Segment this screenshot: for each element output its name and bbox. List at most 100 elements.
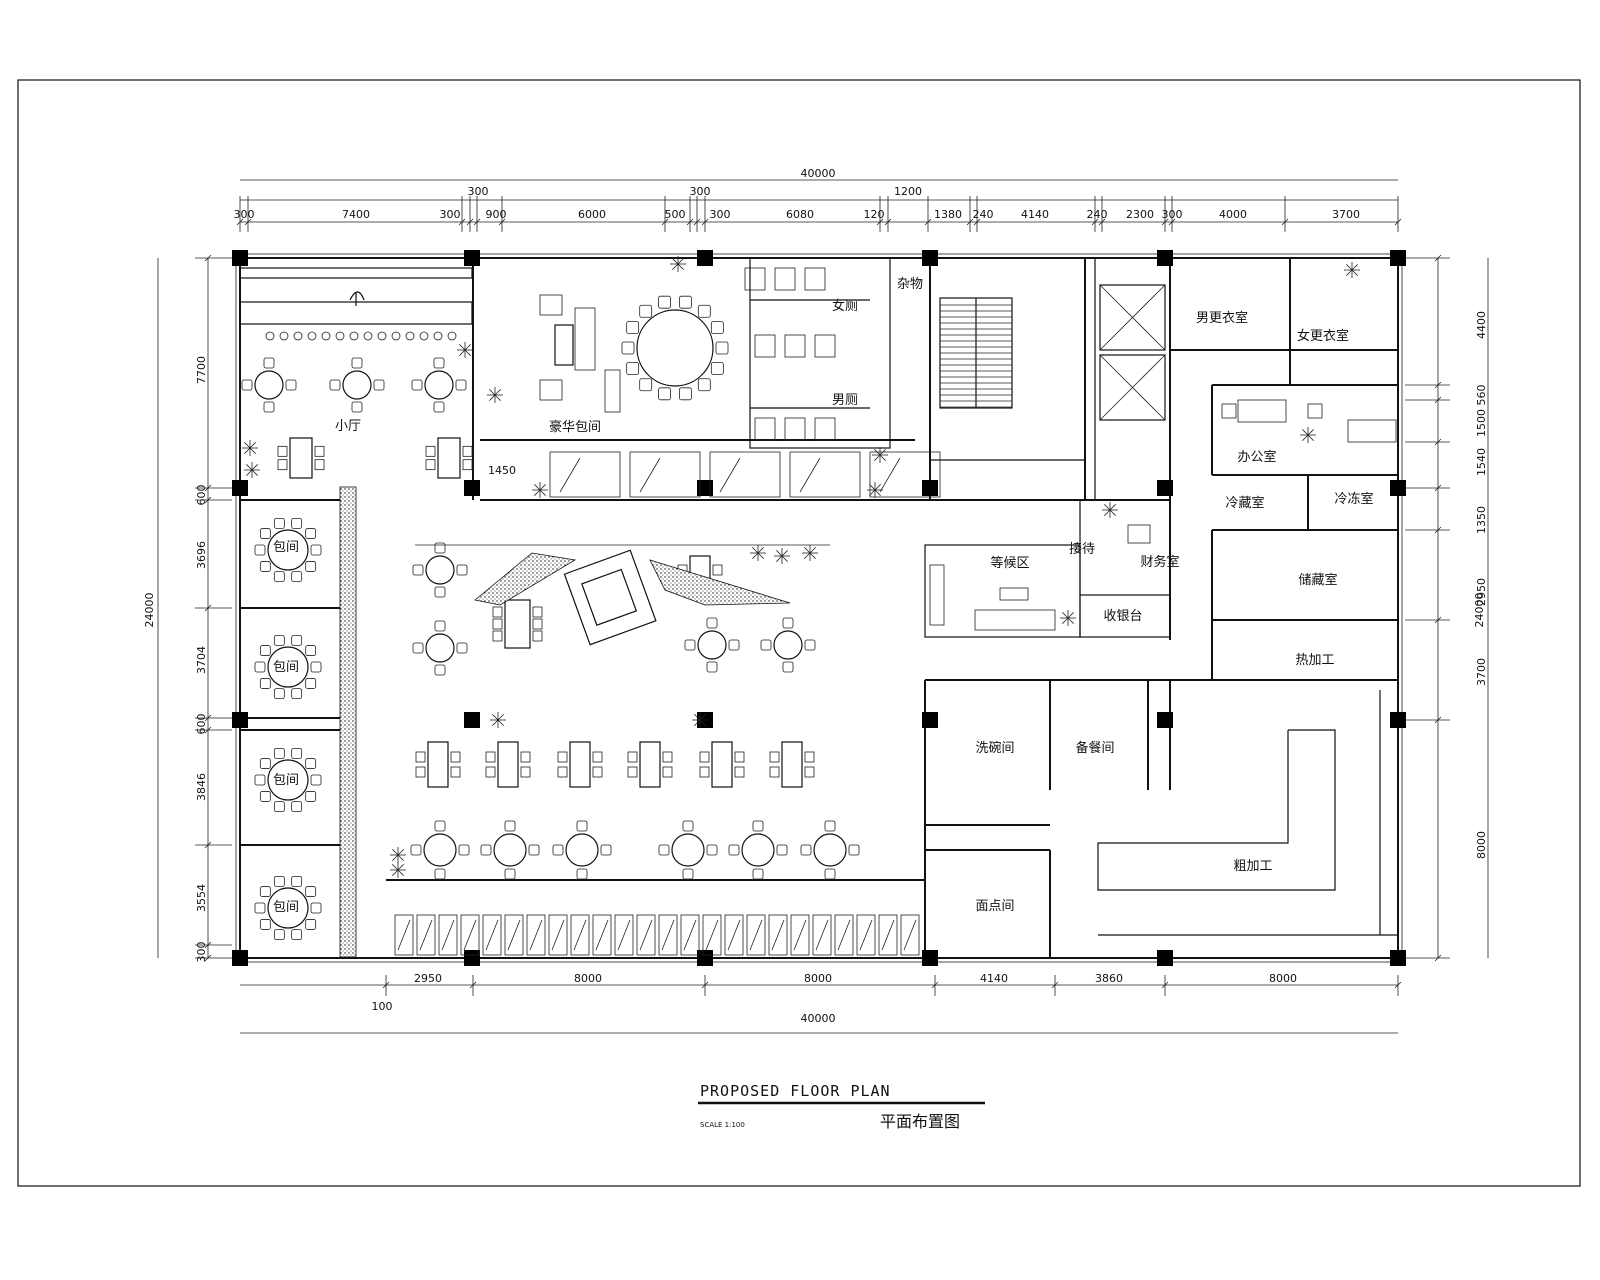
round-table <box>425 633 455 663</box>
column <box>1157 950 1173 966</box>
plant-leaf <box>874 489 881 496</box>
round-table <box>565 833 599 867</box>
chair <box>800 844 812 856</box>
window-panel <box>614 914 634 956</box>
window-mullion <box>859 919 873 951</box>
plant-leaf <box>1302 429 1309 436</box>
window-mullion <box>507 919 521 951</box>
cabinet-door <box>879 457 901 493</box>
dimension-label: 300 <box>195 942 208 963</box>
chair <box>532 606 543 618</box>
round-table <box>342 370 372 400</box>
label-dishwash: 洗碗间 <box>975 740 1014 756</box>
chair <box>305 758 317 769</box>
plant <box>692 712 708 728</box>
label-wc-female: 女厕 <box>832 298 858 314</box>
chair <box>291 875 303 887</box>
window-panel <box>394 914 414 956</box>
storage-cabinet <box>549 451 621 498</box>
window-mullion <box>903 919 917 951</box>
chair <box>504 820 516 832</box>
plant-leaf <box>752 552 759 559</box>
chair <box>639 378 653 392</box>
plant-leaf <box>251 469 258 476</box>
chair <box>434 620 446 632</box>
round-table <box>254 370 284 400</box>
label-wc-male: 男厕 <box>832 393 858 408</box>
drawing-subtitle: 平面布置图 <box>880 1112 960 1131</box>
round-table <box>813 833 847 867</box>
window-panel <box>856 914 876 956</box>
window-panel <box>900 914 920 956</box>
plant-leaf <box>1307 434 1314 441</box>
plant-leaf <box>397 864 404 871</box>
chair <box>804 766 815 778</box>
plant-leaf <box>781 555 788 562</box>
label-private-room-2: 包间 <box>273 660 299 675</box>
chair <box>682 820 694 832</box>
dimension-label: 8000 <box>804 972 832 985</box>
window-panel <box>504 914 524 956</box>
label-pastry: 面点间 <box>975 899 1014 914</box>
chair <box>412 564 424 576</box>
furniture-layout <box>241 256 1397 956</box>
chair <box>752 868 764 880</box>
plant-leaf <box>464 344 471 351</box>
rect-table <box>437 437 461 479</box>
round-table <box>267 646 309 688</box>
plant-leaf <box>249 442 256 449</box>
window-panel <box>680 914 700 956</box>
chair <box>450 766 461 778</box>
plant-leaf <box>757 552 764 559</box>
chair <box>848 844 860 856</box>
storage-cabinet <box>869 451 941 498</box>
label-private-room-3: 包间 <box>273 773 299 788</box>
chair <box>291 517 303 529</box>
chair <box>462 459 473 471</box>
plant <box>872 447 888 463</box>
desk <box>1347 419 1397 443</box>
center-feature <box>415 544 830 646</box>
dimension-label: 3554 <box>195 884 208 912</box>
chair <box>627 751 638 763</box>
plant-leaf <box>459 344 466 351</box>
dimension-label: 300 <box>690 185 711 198</box>
dimension-label: 6000 <box>578 208 606 221</box>
chair <box>752 820 764 832</box>
plant-leaf <box>1104 504 1111 511</box>
chair <box>305 791 317 802</box>
column <box>1390 250 1406 266</box>
plant-leaf <box>699 714 706 721</box>
plant <box>390 847 406 863</box>
column <box>697 950 713 966</box>
window-mullion <box>529 919 543 951</box>
plant-leaf <box>246 469 253 476</box>
window-mullion <box>573 919 587 951</box>
dimension-label: 560 <box>1475 385 1488 406</box>
chair <box>259 886 271 897</box>
round-table <box>773 630 803 660</box>
chair <box>277 445 288 457</box>
chair <box>728 844 740 856</box>
chair <box>699 766 710 778</box>
chair <box>627 766 638 778</box>
chair <box>715 341 729 355</box>
label-female-locker: 女更衣室 <box>1297 328 1349 344</box>
dimension-label: 7700 <box>195 356 208 384</box>
chair <box>520 751 531 763</box>
chair <box>273 517 285 529</box>
chair <box>434 664 446 676</box>
plant <box>532 482 548 498</box>
label-office: 办公室 <box>1237 449 1276 465</box>
dimension-label: 300 <box>440 208 461 221</box>
window-mullion <box>881 919 895 951</box>
chair <box>415 766 426 778</box>
plant <box>867 482 883 498</box>
plant-leaf <box>776 555 783 562</box>
chair <box>504 868 516 880</box>
plant-leaf <box>392 854 399 861</box>
window-mullion <box>397 919 411 951</box>
chair <box>411 379 423 391</box>
toilet <box>774 267 796 291</box>
